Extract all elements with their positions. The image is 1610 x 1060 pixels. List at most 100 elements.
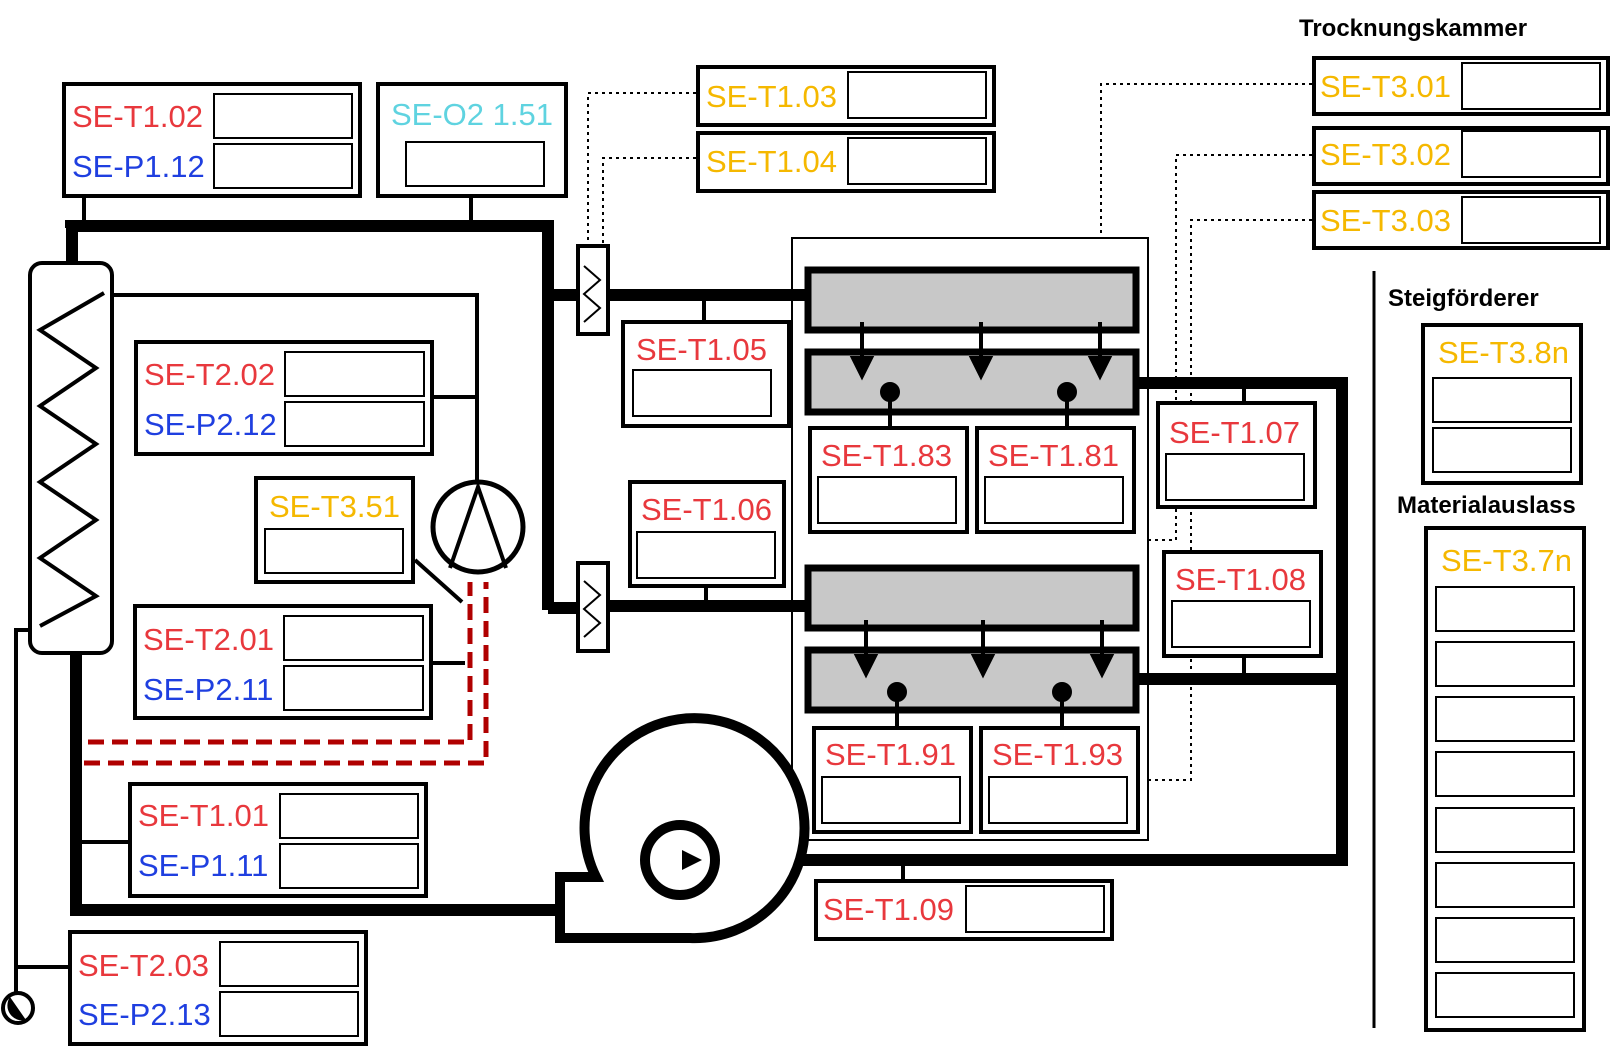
value-field-o2[interactable] xyxy=(405,141,545,187)
value-field-t202[interactable] xyxy=(284,351,425,397)
refrigerant-line-top xyxy=(113,293,479,480)
value-field-t103[interactable] xyxy=(847,71,987,119)
sensor-group-t301: SE-T3.01 xyxy=(1312,56,1610,116)
value-field-t37n-8[interactable] xyxy=(1435,972,1575,1018)
value-field-p213[interactable] xyxy=(219,991,359,1037)
label-p211: SE-P2.11 xyxy=(143,672,273,707)
label-t203: SE-T2.03 xyxy=(78,948,209,983)
label-t303: SE-T3.03 xyxy=(1320,203,1451,238)
t301-signal xyxy=(1100,83,1312,238)
expansion-valve-icon xyxy=(1,991,35,1025)
t103-signal xyxy=(587,92,696,246)
value-field-t203[interactable] xyxy=(219,941,359,987)
sensor-group-t109: SE-T1.09 xyxy=(814,879,1114,941)
sensor-group-t191: SE-T1.91 xyxy=(812,726,973,834)
label-t109: SE-T1.09 xyxy=(823,892,954,927)
sensor-group-t302: SE-T3.02 xyxy=(1312,126,1610,186)
header-materialauslass: Materialauslass xyxy=(1397,492,1576,519)
sensor-group-t103: SE-T1.03 xyxy=(696,65,996,127)
label-t201: SE-T2.01 xyxy=(143,622,274,657)
label-t193: SE-T1.93 xyxy=(992,737,1123,772)
label-t105: SE-T1.05 xyxy=(636,332,767,367)
value-field-t107[interactable] xyxy=(1165,453,1305,501)
value-field-t38n-1[interactable] xyxy=(1432,377,1572,423)
value-field-p211[interactable] xyxy=(283,665,424,711)
lower-conveyor-belt xyxy=(804,646,1140,714)
label-t106: SE-T1.06 xyxy=(641,492,772,527)
value-field-t181[interactable] xyxy=(984,476,1124,524)
sensor-group-t351: SE-T3.51 xyxy=(254,476,415,584)
dashed-line-outer xyxy=(84,582,489,766)
value-field-t37n-3[interactable] xyxy=(1435,696,1575,742)
return-pipe-right xyxy=(700,377,1348,866)
value-field-t37n-2[interactable] xyxy=(1435,641,1575,687)
value-field-t105[interactable] xyxy=(632,369,772,417)
label-p112: SE-P1.12 xyxy=(72,149,205,184)
label-t107: SE-T1.07 xyxy=(1169,415,1300,450)
value-field-t37n-7[interactable] xyxy=(1435,917,1575,963)
value-field-t38n-2[interactable] xyxy=(1432,427,1572,473)
value-field-p112[interactable] xyxy=(213,143,353,189)
label-t104: SE-T1.04 xyxy=(706,144,837,179)
lower-airflow-arrows xyxy=(853,620,1115,679)
value-field-t201[interactable] xyxy=(283,615,424,661)
upper-air-duct xyxy=(804,266,1140,334)
value-field-t37n-4[interactable] xyxy=(1435,751,1575,797)
sensor-group-t203-p213: SE-T2.03 SE-P2.13 xyxy=(68,930,368,1046)
upper-airflow-arrows xyxy=(849,322,1113,381)
value-field-p111[interactable] xyxy=(279,843,419,889)
value-field-t302[interactable] xyxy=(1461,130,1601,178)
label-t108: SE-T1.08 xyxy=(1175,562,1306,597)
sensor-group-t104: SE-T1.04 xyxy=(696,131,996,193)
belt-probes xyxy=(880,382,1077,728)
label-t302: SE-T3.02 xyxy=(1320,137,1451,172)
sensor-group-t37n: SE-T3.7n xyxy=(1424,526,1586,1032)
value-field-p212[interactable] xyxy=(284,401,425,447)
sensor-group-t193: SE-T1.93 xyxy=(979,726,1140,834)
value-field-t104[interactable] xyxy=(847,137,987,185)
value-field-t102[interactable] xyxy=(213,93,353,139)
value-field-t37n-5[interactable] xyxy=(1435,807,1575,853)
value-field-t37n-6[interactable] xyxy=(1435,862,1575,908)
value-field-t106[interactable] xyxy=(636,531,776,579)
value-field-t303[interactable] xyxy=(1461,196,1601,244)
value-field-t37n-1[interactable] xyxy=(1435,586,1575,632)
label-t181: SE-T1.81 xyxy=(988,438,1119,473)
value-field-t193[interactable] xyxy=(988,776,1128,824)
label-t37n: SE-T3.7n xyxy=(1441,543,1572,578)
lower-air-duct xyxy=(804,564,1140,632)
label-t102: SE-T1.02 xyxy=(72,99,203,134)
label-t103: SE-T1.03 xyxy=(706,79,837,114)
header-steigfoerderer: Steigförderer xyxy=(1388,285,1539,312)
t302-signal xyxy=(1148,154,1312,541)
sensor-group-t102-p112: SE-T1.02 SE-P1.12 xyxy=(62,82,362,198)
label-p111: SE-P1.11 xyxy=(138,848,268,883)
value-field-t109[interactable] xyxy=(965,885,1105,933)
dashed-line-inner xyxy=(88,582,473,745)
condenser-coil-icon xyxy=(28,261,114,655)
sensor-group-t108: SE-T1.08 xyxy=(1162,550,1323,658)
header-trocknungskammer: Trocknungskammer xyxy=(1299,15,1527,42)
value-field-t351[interactable] xyxy=(264,528,404,574)
value-field-t183[interactable] xyxy=(817,476,957,524)
value-field-t191[interactable] xyxy=(821,776,961,824)
sensor-group-t303: SE-T3.03 xyxy=(1312,190,1610,250)
heating-coil-icon xyxy=(576,244,610,336)
label-t202: SE-T2.02 xyxy=(144,357,275,392)
left-down-pipe xyxy=(70,655,560,916)
value-field-t101[interactable] xyxy=(279,793,419,839)
value-field-t301[interactable] xyxy=(1461,62,1601,110)
label-p213: SE-P2.13 xyxy=(78,997,211,1032)
label-t191: SE-T1.91 xyxy=(825,737,956,772)
label-t101: SE-T1.01 xyxy=(138,798,269,833)
value-field-t108[interactable] xyxy=(1171,600,1311,648)
t104-signal xyxy=(602,157,696,246)
label-t301: SE-T3.01 xyxy=(1320,69,1451,104)
sensor-group-t107: SE-T1.07 xyxy=(1156,401,1317,509)
heating-coil-icon xyxy=(576,561,610,653)
drying-chamber xyxy=(791,237,1149,841)
sensor-group-t105: SE-T1.05 xyxy=(621,320,791,428)
sensor-group-o2: SE-O2 1.51 xyxy=(376,82,568,198)
sensor-group-t202-p212: SE-T2.02 SE-P2.12 xyxy=(134,340,434,456)
